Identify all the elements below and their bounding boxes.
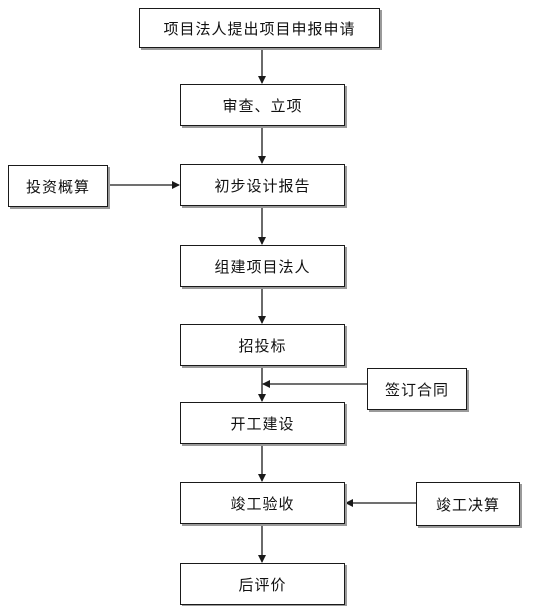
- step-establish-project-legal-person: 组建项目法人: [180, 245, 345, 287]
- side-final-accounts: 竣工决算: [416, 482, 520, 526]
- step-post-evaluation: 后评价: [180, 563, 345, 605]
- step-review-approval: 审查、立项: [180, 84, 345, 126]
- step-preliminary-design-report: 初步设计报告: [180, 164, 345, 206]
- side-budget-estimate: 投资概算: [8, 165, 108, 207]
- step-project-application: 项目法人提出项目申报申请: [139, 8, 380, 48]
- side-contract-signing: 签订合同: [367, 368, 467, 410]
- step-construction-start: 开工建设: [180, 402, 345, 444]
- step-completion-acceptance: 竣工验收: [180, 482, 345, 524]
- step-bidding: 招投标: [180, 324, 345, 366]
